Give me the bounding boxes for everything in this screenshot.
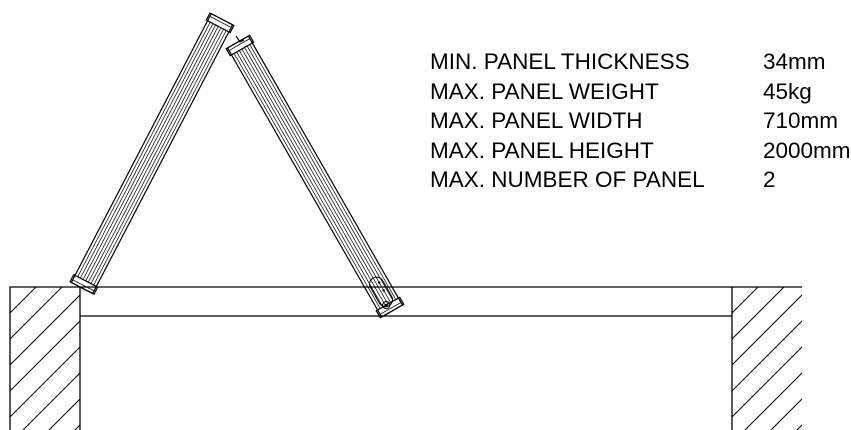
center-hinge bbox=[235, 35, 245, 43]
left-wall bbox=[9, 286, 81, 430]
door-track bbox=[79, 286, 733, 430]
spec-row: MAX. PANEL WEIGHT 45kg bbox=[430, 77, 851, 107]
spec-value: 2000mm bbox=[763, 137, 851, 163]
spec-label: MAX. PANEL WEIGHT bbox=[430, 78, 659, 104]
spec-row: MIN. PANEL THICKNESS 34mm bbox=[430, 47, 851, 77]
pivot-hinge bbox=[369, 276, 394, 310]
spec-label: MIN. PANEL THICKNESS bbox=[430, 49, 690, 74]
spec-row: MAX. PANEL WIDTH 710mm bbox=[430, 106, 851, 136]
spec-value: 45kg bbox=[763, 78, 812, 104]
right-wall bbox=[731, 286, 802, 430]
folding-panel-left bbox=[69, 12, 235, 296]
plan-drawing bbox=[9, 12, 802, 430]
spec-label: MAX. PANEL HEIGHT bbox=[430, 137, 654, 163]
spec-label: MAX. NUMBER OF PANEL bbox=[430, 167, 705, 192]
spec-value: 34mm bbox=[763, 49, 826, 74]
spec-value: 710mm bbox=[763, 108, 839, 133]
folding-panel-right bbox=[225, 34, 405, 319]
spec-value: 2 bbox=[763, 167, 776, 192]
spec-row: MAX. NUMBER OF PANEL 2 bbox=[430, 165, 851, 195]
spec-row: MAX. PANEL HEIGHT 2000mm bbox=[430, 136, 851, 166]
spec-label: MAX. PANEL WIDTH bbox=[430, 108, 643, 133]
